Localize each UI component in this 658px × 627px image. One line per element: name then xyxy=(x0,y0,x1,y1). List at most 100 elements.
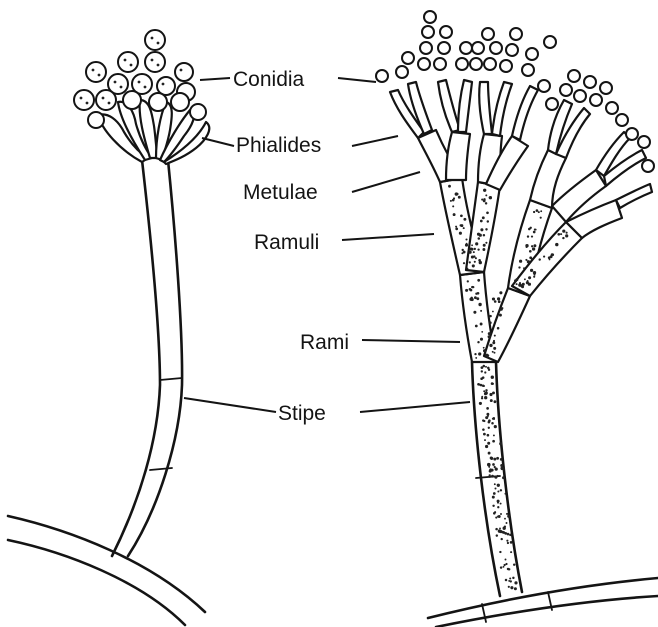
stipple-dot xyxy=(478,303,481,306)
stipple-dot xyxy=(529,250,532,253)
stipple-dot xyxy=(509,534,512,537)
stipple-dot xyxy=(562,230,565,233)
stipple-dot xyxy=(501,468,503,470)
label-conidia: Conidia xyxy=(233,68,305,91)
stipple-dot xyxy=(483,390,485,392)
stipple-dot xyxy=(489,474,491,476)
stipple-dot xyxy=(483,347,485,349)
stipple-dot xyxy=(515,278,518,281)
stipple-dot xyxy=(493,492,496,495)
stipple-dot xyxy=(505,579,508,582)
stipple-dot xyxy=(543,256,545,258)
stipple-dot xyxy=(482,248,485,251)
stipple-dot xyxy=(487,415,489,417)
leader-conidia-right xyxy=(338,78,376,82)
stipple-dot xyxy=(493,347,496,350)
stipple-dot xyxy=(504,518,506,520)
stipple-dot xyxy=(470,298,473,301)
stipple-dot xyxy=(513,563,515,565)
stipple-dot xyxy=(475,257,477,259)
stipple-dot xyxy=(533,276,535,278)
stipple-dot xyxy=(474,353,476,355)
stipple-dot xyxy=(455,228,458,231)
left-stipe xyxy=(112,160,182,556)
stipple-dot xyxy=(507,515,510,518)
stipple-dot xyxy=(492,505,494,507)
stipple-dot xyxy=(499,314,502,317)
stipple-dot xyxy=(480,228,483,231)
stipple-dot xyxy=(450,200,452,202)
stipple-dot xyxy=(488,452,491,455)
stipple-dot xyxy=(476,297,479,300)
stipple-dot xyxy=(500,566,502,568)
stipple-dot xyxy=(458,196,461,199)
stipple-dot xyxy=(499,291,502,294)
stipple-dot xyxy=(504,493,506,495)
stipple-dot xyxy=(484,396,487,399)
stipple-dot xyxy=(508,586,510,588)
stipple-dot xyxy=(485,194,487,196)
stipple-dot xyxy=(494,352,496,354)
stipple-dot xyxy=(452,205,454,207)
stipple-dot xyxy=(477,233,480,236)
stipple-dot xyxy=(452,199,455,202)
stipple-dot xyxy=(532,247,535,250)
stipple-dot xyxy=(491,422,494,425)
stipple-dot xyxy=(500,489,502,491)
stipple-dot xyxy=(533,244,536,247)
stipple-dot xyxy=(455,226,457,228)
stipple-dot xyxy=(461,252,463,254)
stipple-dot xyxy=(448,185,451,188)
stipple-dot xyxy=(489,393,492,396)
left-conidiophore xyxy=(8,30,209,625)
label-rami: Rami xyxy=(300,331,349,354)
stipple-dot xyxy=(491,469,494,472)
stipple-dot xyxy=(493,458,496,461)
stipple-dot xyxy=(474,261,476,263)
stipple-dot xyxy=(487,463,490,466)
stipple-dot xyxy=(538,211,540,213)
stipple-dot xyxy=(497,297,500,300)
stipple-dot xyxy=(477,279,480,282)
stipple-dot xyxy=(514,581,517,584)
stipple-dot xyxy=(528,276,531,279)
stipple-dot xyxy=(566,232,568,234)
stipple-dot xyxy=(501,538,503,540)
stipple-dot xyxy=(565,234,568,237)
stipple-dot xyxy=(475,357,477,359)
stipple-dot xyxy=(494,300,497,303)
stipple-dot xyxy=(492,463,495,466)
stipple-dot xyxy=(471,244,473,246)
stipple-dot xyxy=(511,587,513,589)
stipple-dot xyxy=(494,425,497,428)
stipple-dot xyxy=(503,527,506,530)
stipple-dot xyxy=(469,261,471,263)
stipple-dot xyxy=(510,551,512,553)
stipple-dot xyxy=(488,421,491,424)
stipple-dot xyxy=(475,242,478,245)
stipple-dot xyxy=(485,228,487,230)
stipple-dot xyxy=(483,365,486,368)
stipple-dot xyxy=(514,587,517,590)
stipple-dot xyxy=(493,417,495,419)
stipple-dot xyxy=(500,513,502,515)
stipple-dot xyxy=(477,341,479,343)
stipple-dot xyxy=(492,351,494,353)
label-phialides: Phialides xyxy=(236,134,321,157)
stipple-dot xyxy=(463,218,466,221)
stipple-dot xyxy=(492,391,495,394)
stipple-dot xyxy=(557,233,560,236)
stipple-dot xyxy=(497,327,500,330)
stipple-dot xyxy=(488,427,490,429)
stipple-dot xyxy=(529,256,532,259)
stipple-dot xyxy=(478,237,481,240)
stipple-dot xyxy=(459,232,462,235)
stipple-dot xyxy=(480,220,483,223)
stipple-dot xyxy=(486,407,489,410)
stipple-dot xyxy=(483,385,485,387)
leader-phialides-left xyxy=(202,138,234,146)
stipple-dot xyxy=(486,211,489,214)
stipple-dot xyxy=(526,281,529,284)
stipple-dot xyxy=(463,262,465,264)
stipple-dot xyxy=(502,476,505,479)
